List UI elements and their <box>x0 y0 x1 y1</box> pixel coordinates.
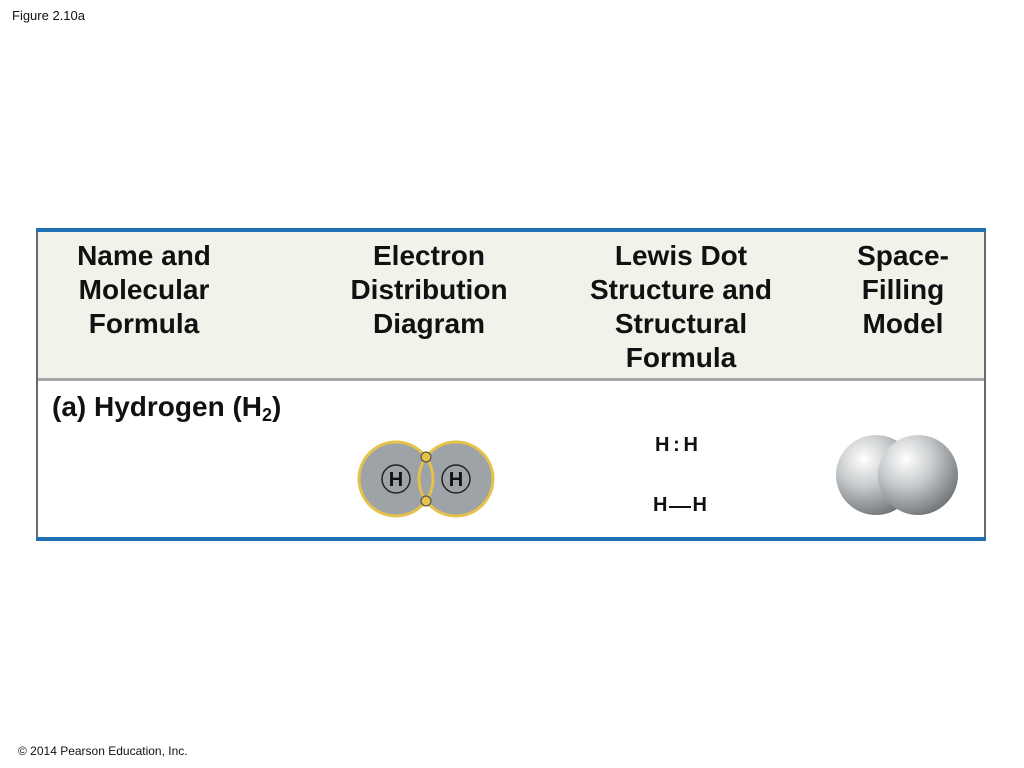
electron-shell-overlap-arc <box>419 442 435 516</box>
nucleus-left-label: H <box>389 469 403 491</box>
table-header-row: Name and Molecular Formula Electron Dist… <box>38 232 984 381</box>
header-space-filling: Space- Filling Model <box>857 240 949 339</box>
shared-electron-bottom <box>420 495 432 507</box>
shared-electron-top <box>420 451 432 463</box>
single-bond-line <box>669 506 691 508</box>
nucleus-right <box>441 464 471 494</box>
hydrogen-sphere-right <box>878 435 958 515</box>
lewis-atom-right: H <box>683 434 698 456</box>
structural-atom-left: H <box>653 494 668 516</box>
nucleus-left <box>381 464 411 494</box>
lewis-atom-left: H <box>655 434 670 456</box>
structural-formula: H H <box>650 494 710 520</box>
copyright-notice: © 2014 Pearson Education, Inc. <box>18 744 188 758</box>
molecule-name-subscript: 2 <box>262 405 273 425</box>
table-top-rule <box>36 228 986 232</box>
lewis-electron-pair: : <box>673 434 680 456</box>
molecule-table: Name and Molecular Formula Electron Dist… <box>36 228 986 541</box>
header-name-formula: Name and Molecular Formula <box>77 240 211 339</box>
structural-atom-right: H <box>692 494 707 516</box>
table-bottom-rule <box>36 537 986 541</box>
header-electron-distribution: Electron Distribution Diagram <box>350 240 508 339</box>
nucleus-right-label: H <box>449 469 463 491</box>
electron-distribution-diagram: H H <box>357 440 495 518</box>
molecule-name-prefix: (a) Hydrogen (H <box>52 391 262 422</box>
header-lewis-structural: Lewis Dot Structure and Structural Formu… <box>589 240 773 373</box>
figure-label: Figure 2.10a <box>12 8 85 23</box>
lewis-dot-structure: H:H <box>655 434 698 457</box>
space-filling-model <box>836 435 958 515</box>
molecule-name-suffix: ) <box>272 391 282 422</box>
molecule-name: (a) Hydrogen (H2) <box>52 391 281 426</box>
